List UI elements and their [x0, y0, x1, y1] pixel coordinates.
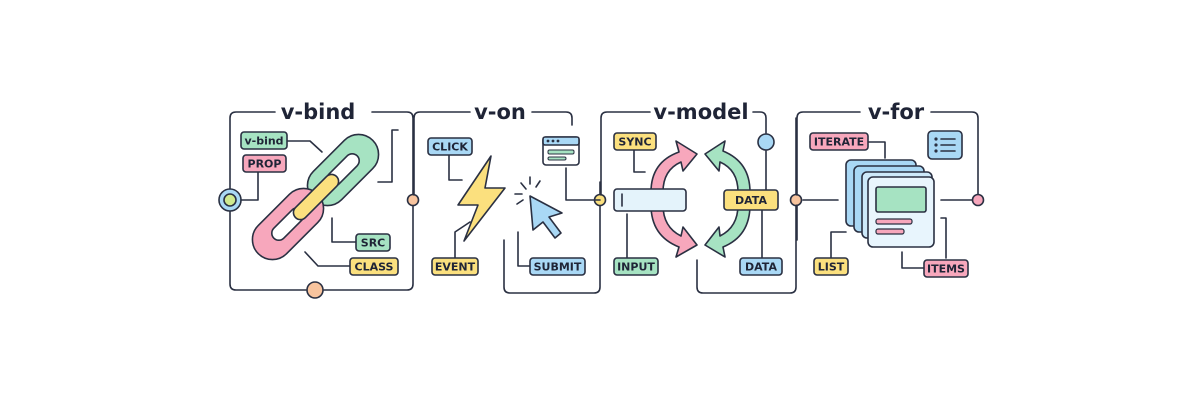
panel-v-bind-frame [229, 111, 414, 291]
connector-node [789, 193, 803, 207]
connector-line [377, 129, 399, 183]
tag-sync: SYNC [613, 132, 657, 151]
connector-line [867, 141, 886, 159]
connector-line [285, 140, 323, 153]
tag-iterate: ITERATE [809, 132, 869, 151]
panel-title: v-for [868, 100, 925, 124]
panel-v-model: v-model SYNC D [600, 100, 803, 294]
svg-text:SRC: SRC [361, 237, 385, 250]
svg-text:ITERATE: ITERATE [814, 136, 864, 149]
tag-class: CLASS [349, 257, 399, 276]
connector-line [331, 217, 357, 243]
panel-v-for: v-for ITERATE [796, 100, 985, 278]
connector-line [454, 221, 471, 259]
text-input-icon [613, 188, 687, 212]
panel-v-bind: v-bind v-bind PROP [218, 100, 420, 299]
tag-data-yellow: DATA [723, 189, 779, 211]
tag-event: EVENT [431, 257, 479, 276]
tag-data-blue: DATA [739, 257, 783, 276]
panel-v-model-frame [600, 111, 797, 294]
browser-window-icon [542, 136, 580, 166]
cursor-icon [514, 176, 563, 239]
connector-node [406, 193, 420, 207]
lightning-icon [457, 155, 506, 242]
svg-text:DATA: DATA [735, 194, 767, 207]
connector-node [971, 193, 985, 207]
panel-title: v-on [474, 100, 526, 124]
panel-title: v-bind [281, 100, 356, 124]
svg-text:LIST: LIST [818, 261, 845, 274]
connector-node [757, 133, 775, 151]
tag-input: INPUT [613, 257, 659, 276]
tag-v-bind: v-bind [240, 131, 288, 150]
svg-text:DATA: DATA [745, 261, 777, 274]
svg-text:SUBMIT: SUBMIT [534, 261, 582, 274]
svg-text:CLASS: CLASS [355, 261, 394, 274]
connector-line [240, 169, 263, 201]
panel-title: v-model [653, 100, 748, 124]
connector-line [830, 231, 847, 259]
svg-text:v-bind: v-bind [244, 135, 283, 148]
svg-text:INPUT: INPUT [617, 261, 655, 274]
svg-text:EVENT: EVENT [435, 261, 476, 274]
tag-list: LIST [813, 257, 849, 276]
tag-click: CLICK [427, 137, 473, 156]
connector-node-inner [223, 193, 237, 207]
connector-line [517, 231, 531, 267]
connector-line [565, 167, 601, 201]
svg-text:CLICK: CLICK [432, 141, 468, 154]
sync-cycle-icon [650, 140, 751, 258]
connector-line [448, 154, 463, 181]
tag-src: SRC [355, 233, 391, 252]
panel-v-on-frame [413, 111, 601, 294]
tag-submit: SUBMIT [529, 257, 586, 276]
svg-text:PROP: PROP [248, 158, 282, 171]
svg-text:ITEMS: ITEMS [927, 263, 965, 276]
connector-line [940, 217, 947, 259]
connector-line [901, 251, 925, 269]
svg-text:SYNC: SYNC [618, 136, 651, 149]
connector-node [306, 281, 324, 299]
connector-line [633, 149, 646, 173]
stacked-cards-icon [845, 159, 935, 248]
tag-prop: PROP [242, 154, 287, 173]
chain-link-icon [251, 133, 380, 261]
tag-items: ITEMS [923, 259, 969, 278]
connector-line [304, 251, 351, 267]
panel-v-for-frame [796, 111, 979, 241]
list-icon [927, 130, 963, 160]
panel-v-on: v-on CLICK EVEN [413, 100, 607, 294]
